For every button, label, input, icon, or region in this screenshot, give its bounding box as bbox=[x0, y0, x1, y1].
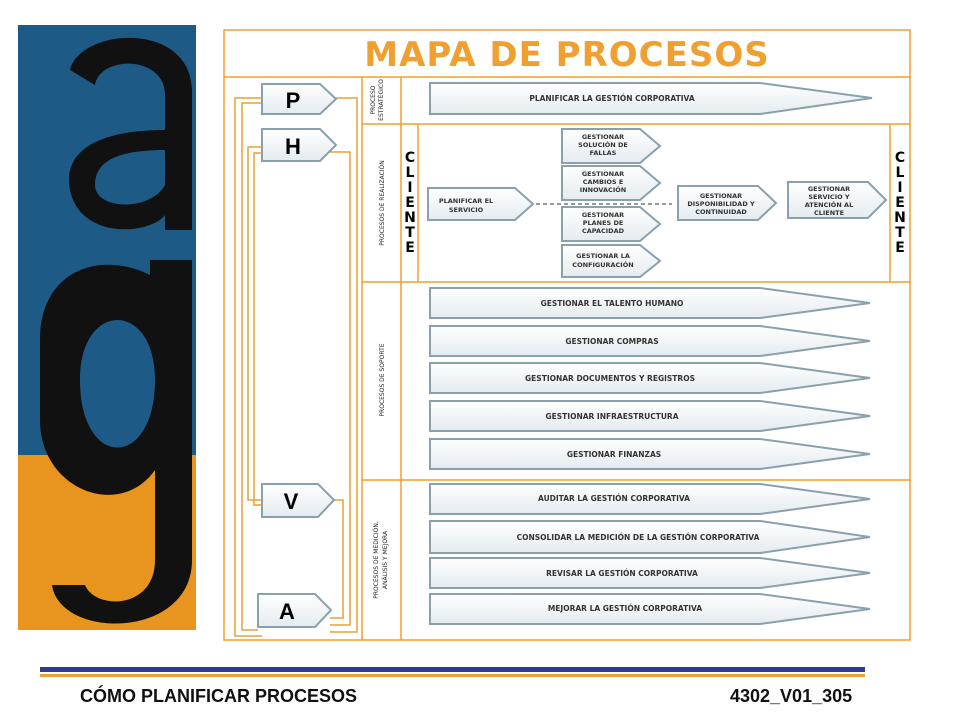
cliente-left-letter: I bbox=[407, 180, 412, 196]
footer-title: CÓMO PLANIFICAR PROCESOS bbox=[80, 686, 358, 706]
section-label-soporte: PROCESOS DE SOPORTE bbox=[379, 343, 386, 416]
svg-text:GESTIONAR: GESTIONAR bbox=[582, 133, 624, 141]
cliente-right-letter: L bbox=[896, 165, 905, 181]
footer-orange-bar bbox=[40, 674, 865, 677]
svg-text:GESTIONAR EL TALENTO HUMANO: GESTIONAR EL TALENTO HUMANO bbox=[541, 299, 684, 308]
pdca-connectors bbox=[234, 97, 358, 637]
svg-text:GESTIONAR DOCUMENTOS Y REGISTR: GESTIONAR DOCUMENTOS Y REGISTROS bbox=[525, 374, 695, 383]
cliente-left-letter: N bbox=[404, 210, 416, 226]
svg-text:ANÁLISIS Y MEJORA: ANÁLISIS Y MEJORA bbox=[382, 530, 389, 589]
svg-text:GESTIONAR COMPRAS: GESTIONAR COMPRAS bbox=[565, 337, 658, 346]
process-solucion-fallas: GESTIONAR SOLUCIÓN DE FALLAS bbox=[561, 128, 662, 164]
pdca-box-h: H bbox=[261, 128, 338, 162]
process-disponibilidad: GESTIONAR DISPONIBILIDAD Y CONTINUIDAD bbox=[677, 185, 778, 221]
svg-text:REVISAR LA GESTIÓN CORPORATIVA: REVISAR LA GESTIÓN CORPORATIVA bbox=[546, 569, 698, 578]
svg-text:SERVICIO Y: SERVICIO Y bbox=[808, 193, 850, 201]
process-auditar: AUDITAR LA GESTIÓN CORPORATIVA bbox=[429, 483, 871, 515]
svg-text:PROCESOS DE MEDICIÓN,: PROCESOS DE MEDICIÓN, bbox=[373, 521, 380, 599]
svg-text:INNOVACIÓN: INNOVACIÓN bbox=[580, 185, 626, 194]
process-planificar-gestion: PLANIFICAR LA GESTIÓN CORPORATIVA bbox=[429, 82, 873, 115]
process-infraestructura: GESTIONAR INFRAESTRUCTURA bbox=[429, 400, 871, 432]
svg-text:PROCESO: PROCESO bbox=[370, 85, 377, 114]
cliente-left-letter: T bbox=[405, 225, 415, 241]
svg-text:GESTIONAR INFRAESTRUCTURA: GESTIONAR INFRAESTRUCTURA bbox=[546, 412, 679, 421]
cliente-right-letter: T bbox=[895, 225, 905, 241]
process-atencion-cliente: GESTIONAR SERVICIO Y ATENCIÓN AL CLIENTE bbox=[787, 181, 888, 219]
svg-text:AUDITAR LA GESTIÓN CORPORATIVA: AUDITAR LA GESTIÓN CORPORATIVA bbox=[538, 494, 690, 503]
process-revisar: REVISAR LA GESTIÓN CORPORATIVA bbox=[429, 557, 871, 589]
svg-text:GESTIONAR: GESTIONAR bbox=[582, 170, 624, 178]
svg-text:CONTINUIDAD: CONTINUIDAD bbox=[695, 208, 747, 216]
map-frame bbox=[223, 29, 911, 641]
cliente-left-letter: E bbox=[405, 240, 415, 256]
footer-code: 4302_V01_305 bbox=[730, 686, 853, 706]
cliente-right-letter: E bbox=[895, 240, 905, 256]
svg-text:FALLAS: FALLAS bbox=[590, 149, 617, 157]
process-map: MAPA DE PROCESOS P H V A PROCESO ESTRATÉ… bbox=[223, 29, 911, 641]
svg-text:DISPONIBILIDAD Y: DISPONIBILIDAD Y bbox=[687, 200, 755, 208]
logo-letter-g bbox=[40, 260, 192, 624]
svg-text:CAMBIOS E: CAMBIOS E bbox=[583, 178, 624, 186]
svg-text:GESTIONAR: GESTIONAR bbox=[700, 192, 742, 200]
svg-text:PROCESOS DE SOPORTE: PROCESOS DE SOPORTE bbox=[379, 343, 386, 416]
process-planes-capacidad: GESTIONAR PLANES DE CAPACIDAD bbox=[561, 206, 662, 242]
process-compras: GESTIONAR COMPRAS bbox=[429, 325, 871, 357]
footer: CÓMO PLANIFICAR PROCESOS 4302_V01_305 bbox=[0, 650, 960, 720]
svg-text:PLANIFICAR EL: PLANIFICAR EL bbox=[439, 197, 493, 205]
pdca-letter-a: A bbox=[279, 599, 295, 624]
process-cambios-innovacion: GESTIONAR CAMBIOS E INNOVACIÓN bbox=[561, 165, 662, 201]
section-label-realizacion: PROCESOS DE REALIZACIÓN bbox=[379, 160, 386, 246]
process-configuracion: GESTIONAR LA CONFIGURACIÓN bbox=[561, 244, 662, 278]
pdca-box-p: P bbox=[261, 83, 338, 115]
section-label-medicion: PROCESOS DE MEDICIÓN, ANÁLISIS Y MEJORA bbox=[373, 521, 389, 599]
svg-text:GESTIONAR: GESTIONAR bbox=[808, 185, 850, 193]
process-talento-humano: GESTIONAR EL TALENTO HUMANO bbox=[429, 287, 871, 319]
svg-text:CONSOLIDAR LA MEDICIÓN DE LA G: CONSOLIDAR LA MEDICIÓN DE LA GESTIÓN COR… bbox=[517, 533, 760, 542]
svg-text:CONFIGURACIÓN: CONFIGURACIÓN bbox=[572, 260, 633, 269]
svg-text:MEJORAR LA GESTIÓN CORPORATIVA: MEJORAR LA GESTIÓN CORPORATIVA bbox=[548, 604, 702, 613]
process-finanzas: GESTIONAR FINANZAS bbox=[429, 438, 871, 470]
cliente-right-letter: E bbox=[895, 195, 905, 211]
svg-text:GESTIONAR: GESTIONAR bbox=[582, 211, 624, 219]
pdca-box-v: V bbox=[261, 483, 336, 518]
process-consolidar: CONSOLIDAR LA MEDICIÓN DE LA GESTIÓN COR… bbox=[429, 520, 871, 554]
svg-text:CLIENTE: CLIENTE bbox=[814, 209, 844, 217]
pdca-letter-v: V bbox=[284, 489, 299, 514]
svg-text:GESTIONAR LA: GESTIONAR LA bbox=[576, 252, 630, 260]
svg-text:CAPACIDAD: CAPACIDAD bbox=[582, 227, 625, 235]
cliente-right: C L I E N T E bbox=[894, 150, 906, 256]
svg-text:PLANIFICAR LA GESTIÓN CORPORAT: PLANIFICAR LA GESTIÓN CORPORATIVA bbox=[529, 94, 695, 103]
cliente-right-letter: C bbox=[895, 150, 905, 166]
svg-text:ATENCIÓN AL: ATENCIÓN AL bbox=[805, 200, 853, 209]
cliente-left-letter: E bbox=[405, 195, 415, 211]
pdca-letter-h: H bbox=[285, 134, 301, 159]
process-planificar-servicio: PLANIFICAR EL SERVICIO bbox=[427, 187, 535, 221]
cliente-right-letter: N bbox=[894, 210, 906, 226]
logo-graphic bbox=[18, 25, 196, 630]
svg-text:SOLUCIÓN DE: SOLUCIÓN DE bbox=[578, 140, 628, 149]
pdca-box-a: A bbox=[257, 593, 333, 628]
cliente-right-letter: I bbox=[897, 180, 902, 196]
svg-text:SERVICIO: SERVICIO bbox=[449, 206, 484, 214]
process-mejorar: MEJORAR LA GESTIÓN CORPORATIVA bbox=[429, 593, 871, 625]
svg-text:GESTIONAR FINANZAS: GESTIONAR FINANZAS bbox=[567, 450, 661, 459]
logo-letter-a bbox=[68, 37, 192, 231]
cliente-left-letter: L bbox=[406, 165, 415, 181]
process-documentos-registros: GESTIONAR DOCUMENTOS Y REGISTROS bbox=[429, 362, 871, 394]
cliente-left: C L I E N T E bbox=[404, 150, 416, 256]
page-title: MAPA DE PROCESOS bbox=[364, 35, 769, 75]
footer-blue-bar bbox=[40, 667, 865, 672]
pdca-letter-p: P bbox=[286, 88, 301, 113]
cliente-left-letter: C bbox=[405, 150, 415, 166]
svg-text:ESTRATÉGICO: ESTRATÉGICO bbox=[377, 79, 385, 121]
section-label-estrategico: PROCESO ESTRATÉGICO bbox=[370, 79, 385, 121]
svg-text:PROCESOS DE REALIZACIÓN: PROCESOS DE REALIZACIÓN bbox=[379, 160, 386, 246]
svg-text:PLANES DE: PLANES DE bbox=[583, 219, 624, 227]
